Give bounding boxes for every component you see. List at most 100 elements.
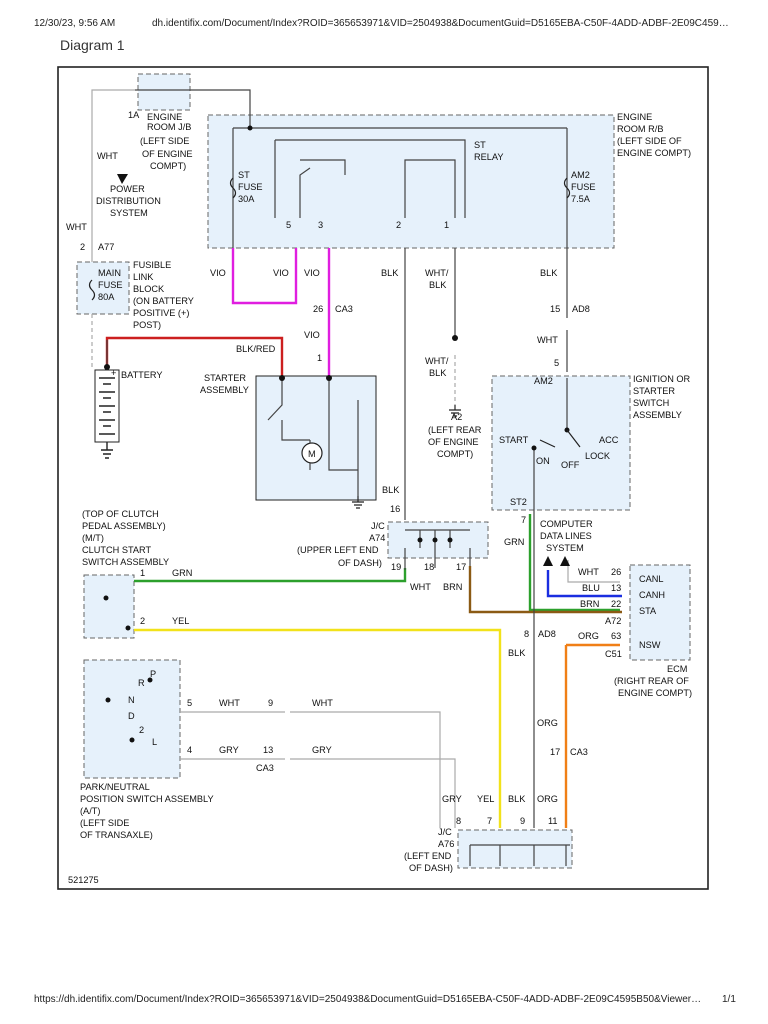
wire-wht-canl xyxy=(567,560,620,583)
svg-text:(LEFT SIDE OF: (LEFT SIDE OF xyxy=(617,136,682,146)
svg-text:J/C: J/C xyxy=(371,521,385,531)
svg-text:SWITCH ASSEMBLY: SWITCH ASSEMBLY xyxy=(82,557,169,567)
svg-text:BLK: BLK xyxy=(540,268,558,278)
svg-text:POWER: POWER xyxy=(110,184,145,194)
main-fuse-icon xyxy=(88,279,96,301)
print-url[interactable]: dh.identifix.com/Document/Index?ROID=365… xyxy=(152,18,729,29)
svg-text:(A/T): (A/T) xyxy=(80,806,100,816)
svg-text:80A: 80A xyxy=(98,292,115,302)
svg-text:VIO: VIO xyxy=(304,330,320,340)
svg-text:OF TRANSAXLE): OF TRANSAXLE) xyxy=(80,830,153,840)
svg-text:WHT: WHT xyxy=(97,151,118,161)
wire-wht-power xyxy=(91,89,135,262)
svg-text:30A: 30A xyxy=(238,194,255,204)
fusible-link-block xyxy=(76,261,130,315)
svg-text:WHT/: WHT/ xyxy=(425,268,449,278)
svg-text:7: 7 xyxy=(521,515,526,525)
svg-text:GRY: GRY xyxy=(219,745,239,755)
svg-text:GRY: GRY xyxy=(312,745,332,755)
jc-a76-bus xyxy=(469,844,570,866)
svg-text:(LEFT SIDE: (LEFT SIDE xyxy=(140,136,189,146)
svg-text:BLK: BLK xyxy=(381,268,399,278)
svg-text:A2: A2 xyxy=(451,412,462,422)
svg-text:COMPUTER: COMPUTER xyxy=(540,519,593,529)
svg-text:4: 4 xyxy=(187,745,192,755)
svg-text:N: N xyxy=(128,695,135,705)
jc-a74-taps xyxy=(404,548,471,568)
svg-text:LOCK: LOCK xyxy=(585,451,611,461)
down-arrow-icon xyxy=(117,174,128,184)
up-arrow-icon xyxy=(560,556,570,566)
motor-icon xyxy=(301,442,323,464)
svg-text:A76: A76 xyxy=(438,839,454,849)
svg-text:OF ENGINE: OF ENGINE xyxy=(142,149,193,159)
svg-text:ACC: ACC xyxy=(599,435,619,445)
engine-room-jb-block xyxy=(137,73,191,111)
svg-text:COMPT): COMPT) xyxy=(437,449,473,459)
svg-text:SWITCH: SWITCH xyxy=(633,398,669,408)
svg-text:BLK: BLK xyxy=(508,648,526,658)
jc-a76-block xyxy=(457,829,573,869)
engine-room-rb-block xyxy=(207,114,615,249)
ground-icon xyxy=(352,405,461,509)
svg-text:L: L xyxy=(152,737,157,747)
svg-text:STARTER: STARTER xyxy=(633,386,675,396)
wire-gry-pn xyxy=(180,758,456,828)
svg-text:(LEFT END: (LEFT END xyxy=(404,851,452,861)
relay-frame xyxy=(274,139,466,218)
svg-text:1: 1 xyxy=(444,220,449,230)
svg-text:ST2: ST2 xyxy=(510,497,527,507)
svg-text:YEL: YEL xyxy=(172,616,189,626)
svg-text:CA3: CA3 xyxy=(335,304,353,314)
svg-text:BRN: BRN xyxy=(580,599,599,609)
svg-text:5: 5 xyxy=(286,220,291,230)
svg-text:8: 8 xyxy=(524,629,529,639)
svg-text:RELAY: RELAY xyxy=(474,152,503,162)
svg-text:LINK: LINK xyxy=(133,272,154,282)
svg-text:OF DASH): OF DASH) xyxy=(338,558,382,568)
svg-text:R: R xyxy=(138,678,145,688)
st-fuse-icon xyxy=(229,177,237,199)
svg-text:IGNITION OR: IGNITION OR xyxy=(633,374,691,384)
svg-text:SYSTEM: SYSTEM xyxy=(546,543,584,553)
svg-text:18: 18 xyxy=(424,562,434,572)
svg-text:FUSIBLE: FUSIBLE xyxy=(133,260,171,270)
svg-text:SYSTEM: SYSTEM xyxy=(110,208,148,218)
svg-text:CA3: CA3 xyxy=(256,763,274,773)
wire-blu-canh xyxy=(546,570,622,598)
svg-text:GRN: GRN xyxy=(504,537,524,547)
svg-text:PARK/NEUTRAL: PARK/NEUTRAL xyxy=(80,782,150,792)
am2-fuse-icon xyxy=(563,177,571,199)
svg-text:WHT: WHT xyxy=(312,698,333,708)
svg-text:(LEFT SIDE: (LEFT SIDE xyxy=(80,818,129,828)
wire-bus-top xyxy=(135,89,251,128)
svg-text:26: 26 xyxy=(611,567,621,577)
svg-text:COMPT): COMPT) xyxy=(150,161,186,171)
svg-text:VIO: VIO xyxy=(304,268,320,278)
svg-text:C51: C51 xyxy=(605,649,622,659)
svg-text:15: 15 xyxy=(550,304,560,314)
wire-wht-pn xyxy=(180,711,441,828)
svg-text:5: 5 xyxy=(187,698,192,708)
svg-text:FUSE: FUSE xyxy=(571,182,596,192)
svg-text:1: 1 xyxy=(317,353,322,363)
svg-text:POST): POST) xyxy=(133,320,161,330)
svg-text:AM2: AM2 xyxy=(571,170,590,180)
svg-text:(LEFT REAR: (LEFT REAR xyxy=(428,425,482,435)
svg-text:MAIN: MAIN xyxy=(98,268,121,278)
svg-text:CANL: CANL xyxy=(639,574,664,584)
svg-text:POSITIVE (+): POSITIVE (+) xyxy=(133,308,189,318)
svg-text:26: 26 xyxy=(313,304,323,314)
svg-text:1: 1 xyxy=(140,568,145,578)
footer-url[interactable]: https://dh.identifix.com/Document/Index?… xyxy=(34,994,702,1005)
svg-text:ASSEMBLY: ASSEMBLY xyxy=(200,385,249,395)
svg-text:WHT: WHT xyxy=(219,698,240,708)
svg-text:WHT: WHT xyxy=(410,582,431,592)
figure-id: 521275 xyxy=(68,875,99,885)
svg-text:ENGINE COMPT): ENGINE COMPT) xyxy=(618,688,692,698)
svg-text:2: 2 xyxy=(396,220,401,230)
svg-text:GRY: GRY xyxy=(442,794,462,804)
wire-grn-ecm xyxy=(528,514,620,612)
svg-text:BLK: BLK xyxy=(508,794,526,804)
